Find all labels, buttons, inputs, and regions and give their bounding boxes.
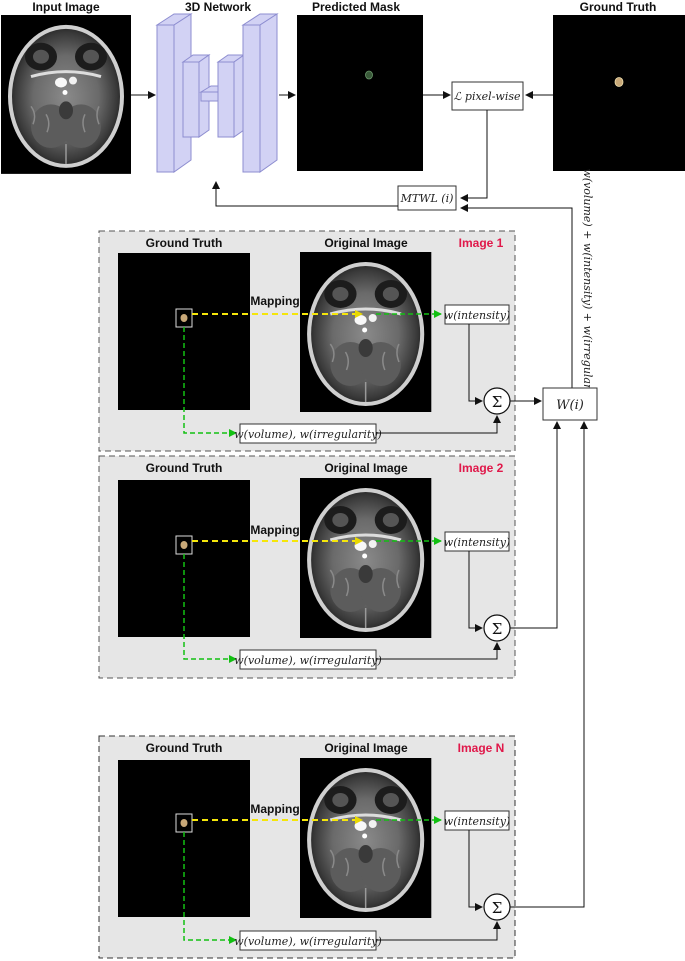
panelN-sum-symbol: Σ [492,899,503,917]
wi-box [542,387,598,421]
predicted-tumor-blob [365,70,373,80]
arrow-wi-to-mtwl [460,204,573,388]
ground-truth-tumor-blob [614,77,624,87]
panel2-original-image [298,476,433,640]
panel2-intensity-box [444,531,510,552]
panel1-mapping-label: Mapping [250,294,299,308]
panelN-intensity-box [444,810,510,831]
panel2-name-label: Image 2 [459,461,504,475]
arrow-mtwl-to-network [212,181,398,207]
ground-truth-top-image [553,15,685,171]
predicted-mask-image [297,15,423,171]
mtwl-box [397,185,457,211]
panel2-green-line-volume [183,554,237,663]
panel1-intensity-box [444,304,510,325]
panel1-intensity-label: w(intensity) [444,309,510,322]
panel1-orig-label: Original Image [324,236,408,250]
input-image-label: Input Image [32,0,100,14]
arrow-sum2-to-wi [510,421,561,629]
network-3d-icon [155,13,279,173]
pixel-loss-box [451,81,524,111]
panel2-orig-label: Original Image [324,461,408,475]
panelN-gt-image [118,760,250,917]
arrow-loss-to-mtwl [460,110,488,202]
panel2-mapping-label: Mapping [250,523,299,537]
panelN-original-image [298,756,433,920]
panel-image-2: Ground Truth Original Image Image 2 Mapp… [98,455,516,679]
panelN-volume-label: w(volume), w(irregularity) [234,935,382,948]
panel2-intensity-label: w(intensity) [444,536,510,549]
pixel-loss-label: ℒ pixel-wise [453,90,521,103]
panel2-volume-label: w(volume), w(irregularity) [234,654,382,667]
panelN-mapping-label: Mapping [250,802,299,816]
panelN-name-label: Image N [458,741,505,755]
panel-image-n: Ground Truth Original Image Image N Mapp… [98,735,516,959]
arrow-sumN-to-wi [510,421,588,908]
wi-label: W(i) [556,398,584,413]
network-label: 3D Network [185,0,251,14]
panelN-gt-label: Ground Truth [146,741,223,755]
panel1-sum-symbol: Σ [492,393,503,411]
panelN-green-line-volume [183,832,237,944]
input-mri-image [0,13,133,176]
panelN-orig-label: Original Image [324,741,408,755]
panel2-sum-symbol: Σ [492,620,503,638]
panel1-volume-label: w(volume), w(irregularity) [234,428,382,441]
panel1-original-image [298,250,433,414]
panel1-name-label: Image 1 [459,236,504,250]
ground-truth-top-label: Ground Truth [580,0,657,14]
panel1-gt-label: Ground Truth [146,236,223,250]
predicted-mask-label: Predicted Mask [312,0,400,14]
panel-image-1: Ground Truth Original Image Image 1 Mapp… [98,230,516,452]
side-weight-formula: w(volume) + w(intensity) + w(irregularit… [581,168,594,407]
panelN-intensity-label: w(intensity) [444,815,510,828]
mtwl-label: MTWL (i) [400,192,454,205]
panel2-gt-label: Ground Truth [146,461,223,475]
panel1-green-line-volume [183,327,237,437]
